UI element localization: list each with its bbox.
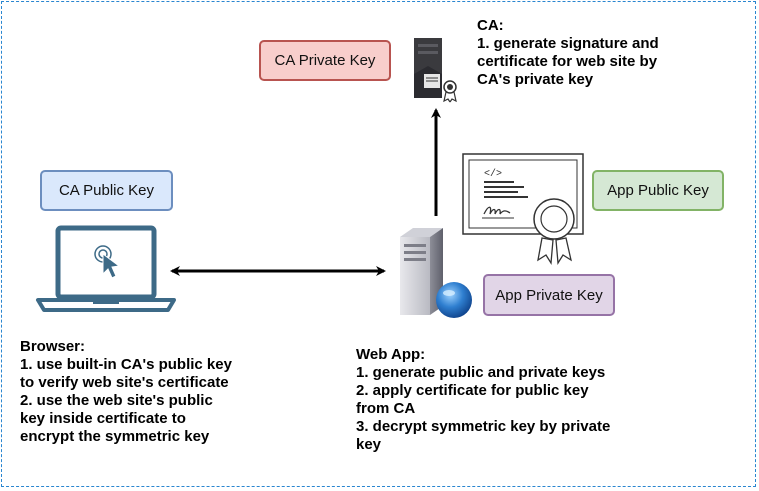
browser-line: 1. use built-in CA's public key bbox=[20, 356, 232, 373]
ca-line: 1. generate signature and bbox=[477, 35, 659, 52]
ca-public-key-label: CA Public Key bbox=[58, 182, 155, 199]
laptop-icon bbox=[36, 225, 176, 312]
ca-server-icon bbox=[414, 38, 457, 103]
ca-line: CA's private key bbox=[477, 71, 594, 88]
webapp-line: key bbox=[356, 436, 382, 453]
ca-line: certificate for web site by bbox=[477, 53, 658, 70]
browser-title: Browser: bbox=[20, 338, 86, 355]
ca-public-key-box: CA Public Key bbox=[40, 170, 173, 211]
browser-line: 2. use the web site's public bbox=[20, 392, 213, 409]
ca-title: CA: bbox=[477, 17, 504, 34]
webapp-description: Web App: 1. generate public and private … bbox=[356, 346, 610, 454]
app-public-key-box: App Public Key bbox=[592, 170, 724, 211]
webapp-line: 1. generate public and private keys bbox=[356, 364, 606, 381]
browser-line: encrypt the symmetric key bbox=[20, 428, 210, 445]
ca-private-key-box: CA Private Key bbox=[259, 40, 391, 81]
certificate-code-tag: </> bbox=[484, 168, 502, 180]
app-public-key-label: App Public Key bbox=[607, 182, 709, 199]
web-server-icon bbox=[400, 228, 472, 318]
app-private-key-label: App Private Key bbox=[495, 286, 603, 304]
certificate-icon: </> bbox=[462, 153, 584, 265]
browser-description: Browser: 1. use built-in CA's public key… bbox=[20, 338, 232, 446]
webapp-line: 2. apply certificate for public key bbox=[356, 382, 589, 399]
webapp-line: 3. decrypt symmetric key by private bbox=[356, 418, 611, 435]
ca-description: CA: 1. generate signature and certificat… bbox=[477, 17, 659, 89]
webapp-line: from CA bbox=[356, 400, 416, 417]
ca-private-key-label: CA Private Key bbox=[274, 52, 376, 69]
webapp-title: Web App: bbox=[356, 346, 426, 363]
browser-line: key inside certificate to bbox=[20, 410, 186, 427]
app-private-key-box: App Private Key bbox=[483, 274, 615, 316]
browser-line: to verify web site's certificate bbox=[20, 374, 229, 391]
